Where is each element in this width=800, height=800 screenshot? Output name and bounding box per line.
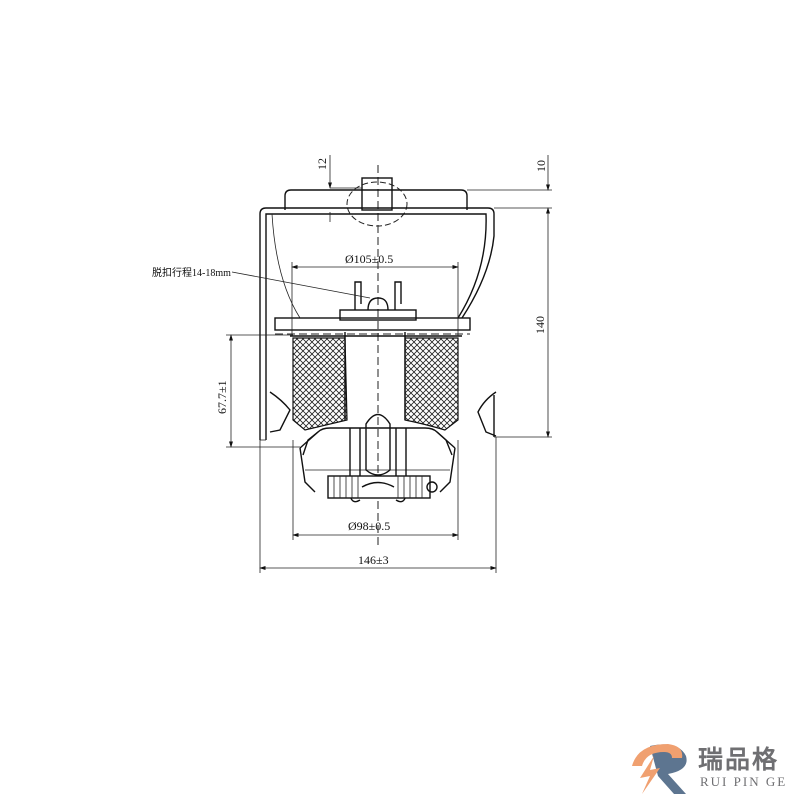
detail-circle [346, 181, 408, 227]
dim-10-label: 10 [534, 160, 548, 172]
release-stroke-callout: 脱扣行程14-18mm [152, 266, 371, 299]
dim-d105: Ø105±0.5 [291, 252, 459, 336]
dim-146-label: 146±3 [358, 553, 389, 567]
brand-logo: 瑞品格 RUI PIN GE [628, 738, 798, 796]
dim-146: 146±3 [259, 437, 497, 573]
dim-140-label: 140 [533, 316, 547, 334]
release-stroke-label: 脱扣行程14-18mm [152, 266, 231, 279]
logo-name-cn: 瑞品格 [698, 745, 780, 774]
dim-140: 140 [494, 207, 552, 438]
dim-67-7-label: 67.7±1 [215, 380, 229, 414]
coil-block [290, 332, 462, 431]
dim-d98-label: Ø98±0.5 [348, 519, 390, 533]
dim-d105-label: Ø105±0.5 [345, 252, 393, 266]
logo-r-mark [632, 744, 687, 794]
dim-12-label: 12 [315, 158, 329, 170]
dim-d98: Ø98±0.5 [292, 440, 459, 540]
spring [327, 475, 431, 499]
top-cap [284, 177, 468, 227]
housing [259, 207, 497, 441]
dim-12: 12 [315, 155, 362, 222]
dim-10: 10 [467, 155, 552, 191]
trip-mechanism [299, 413, 456, 503]
contact-plate [274, 281, 471, 335]
dim-67-7: 67.7±1 [215, 334, 300, 448]
logo-name-en: RUI PIN GE [700, 774, 788, 789]
